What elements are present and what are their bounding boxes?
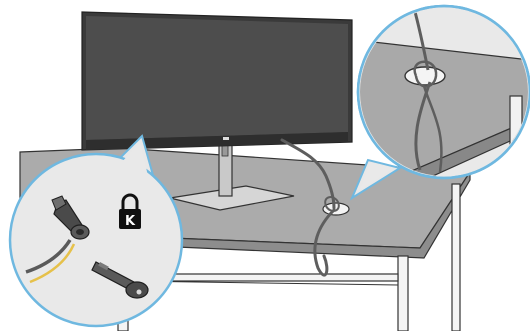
callout-circle-left <box>10 154 182 326</box>
monitor-screen <box>86 16 348 140</box>
desk-leg-back-right <box>452 184 460 331</box>
kensington-symbol-letter: K <box>125 214 136 229</box>
zoomed-grommet <box>405 67 445 85</box>
monitor-logo <box>223 137 229 140</box>
desk-anchor-callout <box>340 6 530 198</box>
desk-leg-front-right <box>398 256 408 331</box>
